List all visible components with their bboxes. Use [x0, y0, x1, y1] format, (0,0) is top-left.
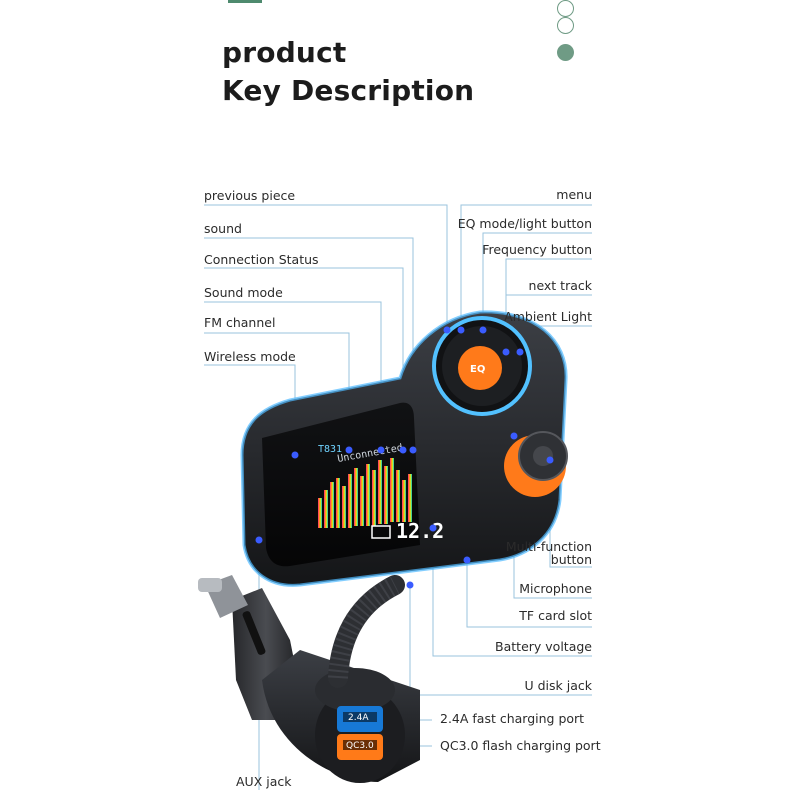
label-eq-mode: EQ mode/light button [457, 216, 592, 231]
label-connection-status: Connection Status [204, 252, 319, 267]
title-line-2: Key Description [222, 74, 475, 107]
port-label-bottom: QC3.0 [346, 741, 374, 751]
battery-icon [371, 525, 391, 539]
label-wireless-mode: Wireless mode [204, 349, 296, 364]
screen-voltage: 12.2 [396, 519, 444, 543]
usb-ports [337, 706, 383, 760]
label-multi-function-1: Multi-function [505, 539, 592, 554]
outline-circle-icon [557, 0, 574, 17]
label-tf-card-slot: TF card slot [519, 608, 592, 623]
car-plug [198, 575, 420, 783]
callout-dots [255, 326, 554, 589]
label-fast-charging-port: 2.4A fast charging port [440, 711, 585, 726]
screen-frequency: T831 [318, 444, 342, 455]
equalizer-bars [318, 458, 412, 528]
label-next-track: next track [528, 278, 592, 293]
label-ambient-light: Ambient Light [504, 309, 592, 324]
label-previous-piece: previous piece [204, 188, 296, 203]
label-aux-jack: AUX jack [236, 774, 292, 789]
title-line-1: product [222, 36, 347, 69]
accent-bar [228, 0, 262, 3]
label-microphone: Microphone [519, 581, 592, 596]
label-frequency-button: Frequency button [482, 242, 592, 257]
label-fm-channel: FM channel [204, 315, 276, 330]
eq-button-label: EQ [470, 364, 485, 375]
outline-circle-icon [557, 17, 574, 34]
port-label-top: 2.4A [348, 713, 369, 723]
label-u-disk-jack: U disk jack [524, 678, 593, 693]
label-battery-voltage: Battery voltage [495, 639, 592, 654]
label-multi-function-2: button [550, 552, 592, 567]
filled-circle-icon [557, 44, 574, 61]
label-sound: sound [204, 221, 242, 236]
label-qc-charging-port: QC3.0 flash charging port [440, 738, 601, 753]
label-menu: menu [556, 187, 592, 202]
label-sound-mode: Sound mode [204, 285, 283, 300]
